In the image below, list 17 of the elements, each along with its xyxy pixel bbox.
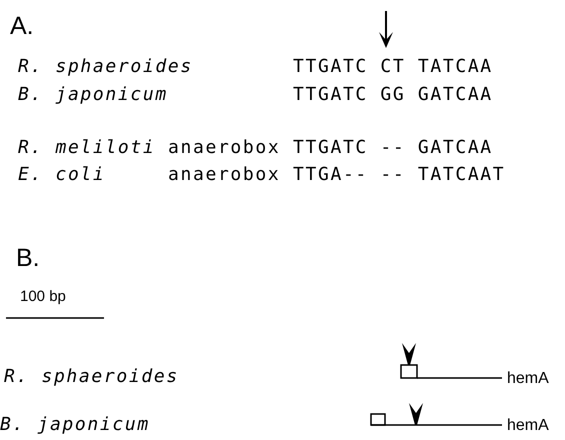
species-name: R. meliloti	[18, 139, 156, 157]
species-name: E. coli	[18, 166, 106, 184]
scale-label: 100 bp	[20, 289, 66, 304]
element-label: anaerobox	[168, 139, 280, 157]
panel-label: B.	[16, 246, 40, 271]
gene-label: hemA	[507, 371, 549, 387]
sequence: TTGATC GG GATCAA	[293, 86, 493, 104]
sequence: TTGATC CT TATCAA	[293, 58, 493, 76]
sequence: TTGATC -- GATCAA	[293, 139, 493, 157]
panel-label: A.	[10, 14, 34, 39]
gene-label: hemA	[507, 418, 549, 434]
element-label: anaerobox	[168, 166, 280, 184]
species-name: B. japonicum	[18, 86, 168, 104]
sequence: TTGA-- -- TATCAAT	[293, 166, 506, 184]
species-name: B. japonicum	[0, 416, 150, 434]
species-name: R. sphaeroides	[4, 368, 179, 386]
species-name: R. sphaeroides	[18, 58, 193, 76]
